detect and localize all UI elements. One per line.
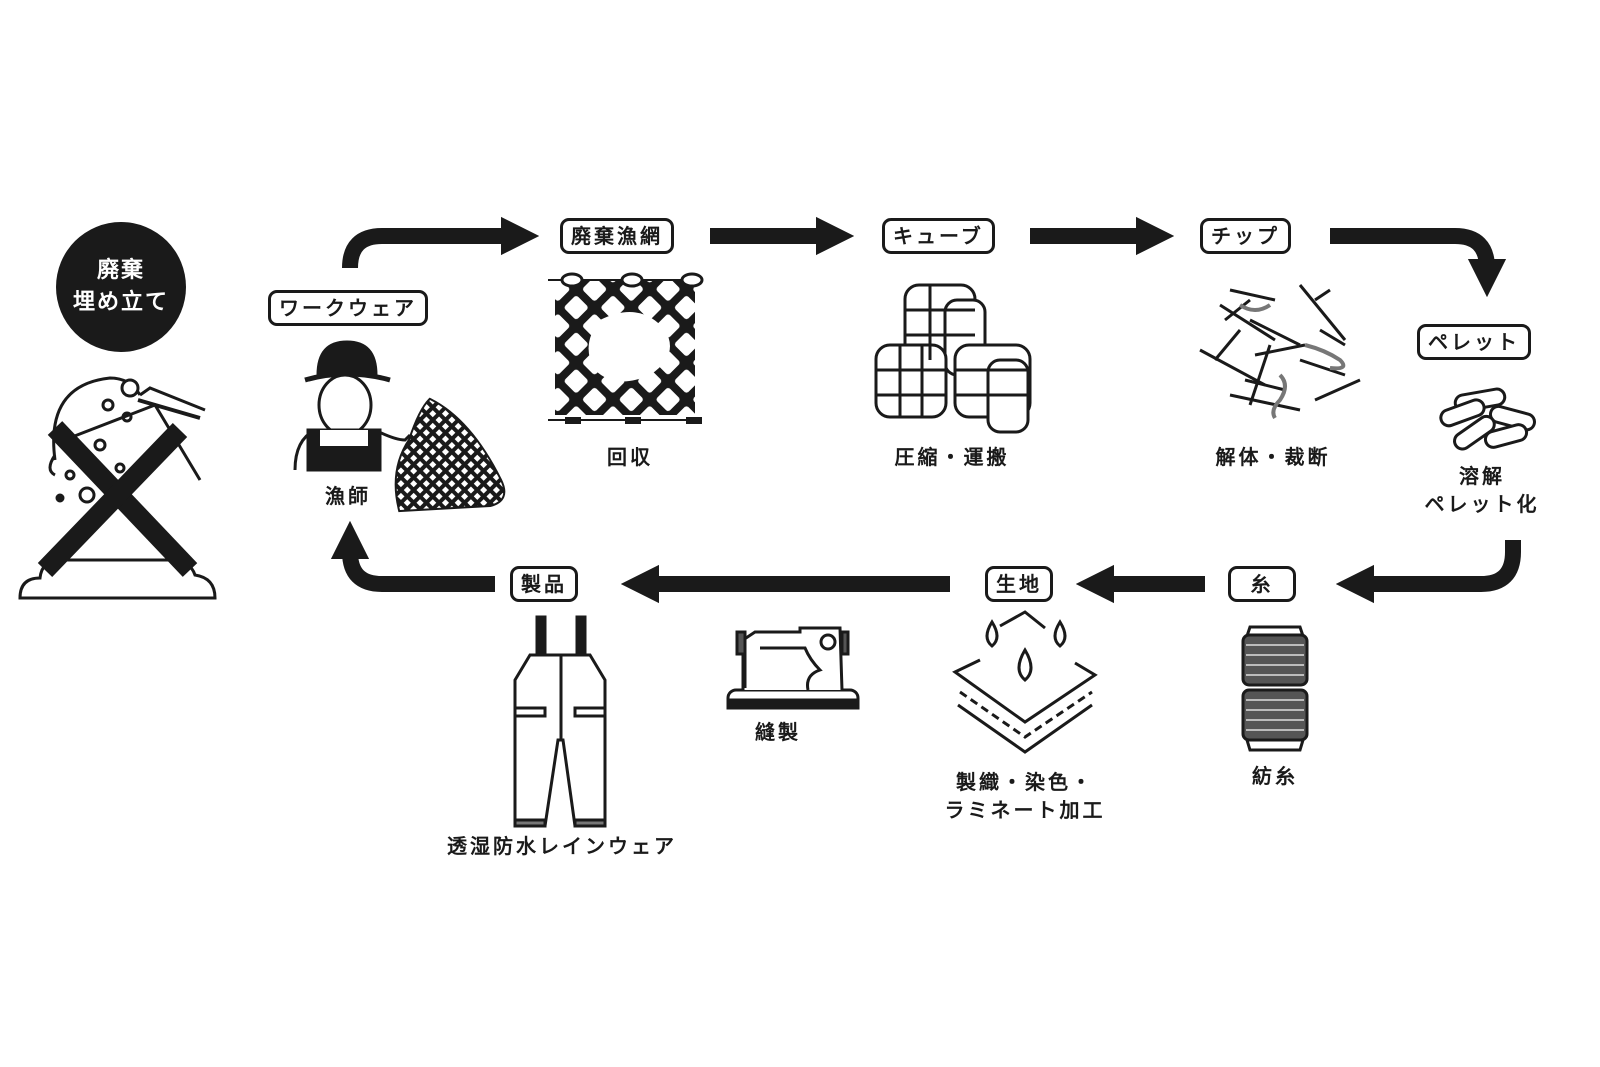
tag-workwear: ワークウェア [268,290,428,326]
hand-net-icon [394,397,506,513]
caption-pelletize: ペレット化 [1424,492,1540,516]
pellets-icon [1439,387,1536,451]
tag-chip: チップ [1200,218,1291,254]
badge-line-1: 廃棄 [96,258,145,283]
landfill-badge: 廃棄 埋め立て [56,222,186,352]
flow-arrows [330,216,1521,604]
tag-cube: キューブ [882,218,995,254]
yarn-spool-icon [1241,625,1309,752]
arrow-chip-to-pellet [1330,228,1507,298]
tag-pellet: ペレット [1417,324,1531,360]
caption-compress-transport: 圧縮・運搬 [894,445,1010,469]
arrow-pellet-to-yarn [1335,540,1521,604]
sewing-machine-icon [726,626,860,710]
caption-sewing: 縫製 [755,720,801,744]
compressed-bales-icon [874,283,1032,434]
caption-dismantle-cut: 解体・裁断 [1215,445,1331,469]
tag-waste-net: 廃棄漁網 [560,218,674,254]
rain-overalls-icon [513,615,607,828]
tag-fabric: 生地 [985,566,1053,602]
badge-line-2: 埋め立て [72,290,169,315]
fishing-net-icon [548,272,704,424]
caption-laminate: ラミネート加工 [944,798,1106,822]
waterproof-fabric-icon [952,610,1098,754]
caption-fisherman: 漁師 [325,484,371,508]
shredded-chips-icon [1199,284,1361,420]
caption-spinning: 紡糸 [1252,764,1298,788]
caption-collection: 回収 [607,445,653,469]
tag-yarn: 糸 [1228,566,1296,602]
arrow-workwear-to-net [342,216,540,269]
fisherman-icon [293,340,412,472]
landfill-excavator-crossed-icon [18,376,217,600]
arrow-product-to-workwear [330,520,495,592]
caption-weave-dye: 製織・染色・ [956,770,1094,794]
caption-melt: 溶解 [1459,464,1505,488]
tag-product: 製品 [510,566,578,602]
caption-rainwear: 透湿防水レインウェア [447,834,677,858]
